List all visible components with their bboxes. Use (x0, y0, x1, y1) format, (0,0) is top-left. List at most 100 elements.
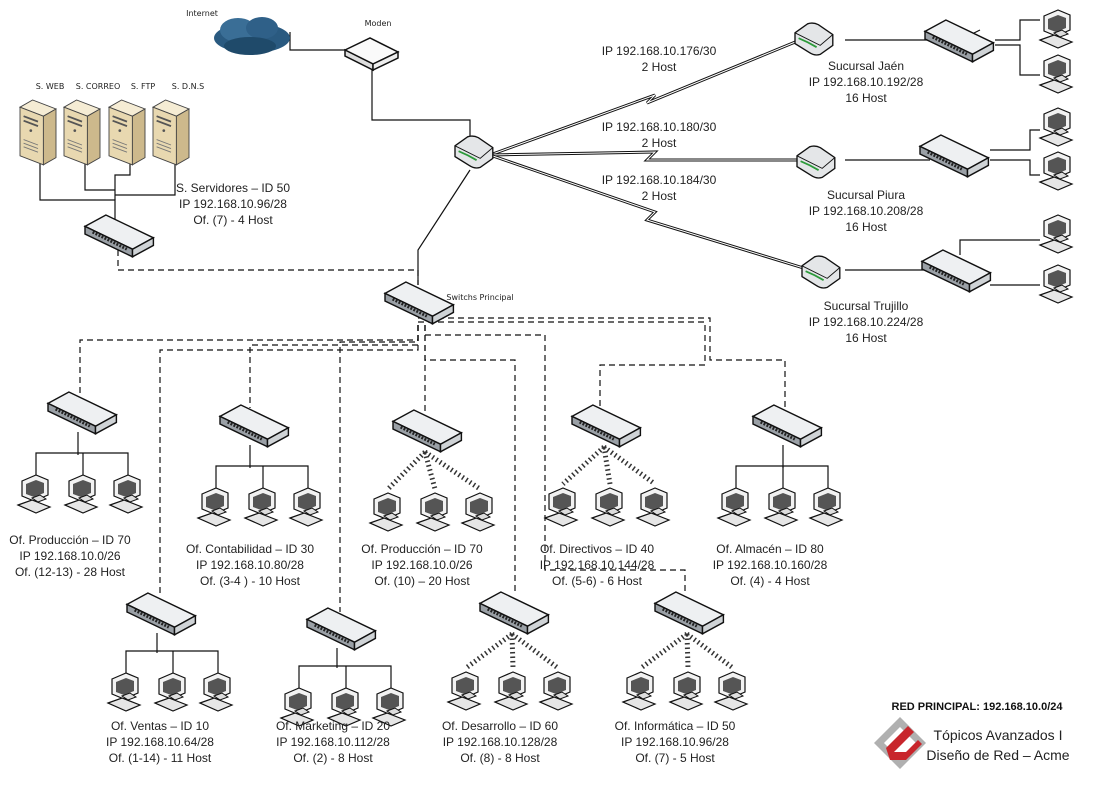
office-pc-icon (494, 671, 528, 711)
office-pc-icon (289, 487, 323, 527)
office-pc-icon (197, 487, 231, 527)
office-pc-icon (809, 487, 843, 527)
office-switch-icon (305, 606, 377, 652)
connection-lines (35, 19, 1040, 688)
wireless-signal-icon (423, 449, 482, 492)
office-hosts: Of. (4) - 4 Host (730, 574, 810, 588)
branch-name: Sucursal Jaén (828, 59, 904, 73)
server-dns-label: S. D.N.S (172, 82, 204, 91)
internet-cloud-icon (214, 17, 290, 55)
office-switch-icon (218, 403, 290, 449)
office-hosts: Of. (3-4 ) - 10 Host (200, 574, 301, 588)
office-name: Of. Marketing – ID 20 (276, 719, 390, 733)
branch-hosts: 16 Host (845, 331, 887, 345)
wan-hosts: 2 Host (642, 60, 677, 74)
office-pc-icon (369, 492, 403, 532)
branch-name: Sucursal Piura (827, 188, 905, 202)
office-info: Of. Contabilidad – ID 30 IP 192.168.10.80… (186, 542, 314, 588)
office-ip: IP 192.168.10.0/26 (371, 558, 473, 572)
office-pc-icon (107, 672, 141, 712)
office-hosts: Of. (7) - 5 Host (635, 751, 715, 765)
office-link-7 (424, 325, 516, 595)
wireless-signal-icon (464, 631, 514, 671)
wan-link-piura-inner (489, 151, 805, 161)
office-ip: IP 192.168.10.160/28 (713, 558, 828, 572)
main-network-label: RED PRINCIPAL: 192.168.10.0/24 (892, 701, 1064, 713)
branch-pc-icon (1039, 107, 1073, 147)
office-hosts: Of. (12-13) - 28 Host (15, 565, 126, 579)
office-hosts: Of. (1-14) - 11 Host (109, 751, 212, 765)
office-pc-icon (109, 474, 143, 514)
office-ip: IP 192.168.10.80/28 (196, 558, 304, 572)
office-pc-icon (17, 474, 51, 514)
servers-name: S. Servidores – ID 50 (176, 181, 290, 195)
wan-ip: IP 192.168.10.176/30 (602, 44, 717, 58)
main-switch-label: Switchs Principal (446, 293, 513, 302)
office-link-1 (249, 325, 419, 408)
office-pc-icon (591, 487, 625, 527)
branch-ip: IP 192.168.10.208/28 (809, 204, 924, 218)
office-link-4 (418, 317, 786, 408)
branch-lan-line (990, 129, 1040, 151)
servers-hosts: Of. (7) - 4 Host (193, 213, 273, 227)
office-pc-icon (447, 671, 481, 711)
branch-lan-line (995, 44, 1040, 76)
mail-server-icon (63, 99, 101, 166)
branch-switch-trujillo-icon (920, 248, 992, 294)
branch-pc-icon (1039, 9, 1073, 49)
office-name: Of. Ventas – ID 10 (111, 719, 209, 733)
wireless-signal-icon (601, 446, 613, 485)
wireless-signal-icon (422, 451, 438, 490)
server-line (39, 150, 116, 220)
wan-ip: IP 192.168.10.180/30 (602, 120, 717, 134)
office-ip: IP 192.168.10.128/28 (443, 735, 558, 749)
office-name: Of. Contabilidad – ID 30 (186, 542, 314, 556)
wireless-signal-icon (561, 445, 606, 486)
office-hosts: Of. (10) – 20 Host (374, 574, 470, 588)
web-server-icon (19, 99, 57, 166)
office-name: Of. Informática – ID 50 (615, 719, 736, 733)
office-name: Of. Producción – ID 70 (9, 533, 131, 547)
wan-ip: IP 192.168.10.184/30 (602, 173, 717, 187)
office-hosts: Of. (2) - 8 Host (293, 751, 373, 765)
office-pc-icon (539, 671, 573, 711)
office-pc-icon (461, 492, 495, 532)
office-ip: IP 192.168.10.96/28 (621, 735, 729, 749)
wan-hosts: 2 Host (642, 136, 677, 150)
router-switch-line (417, 169, 471, 285)
dns-server-icon (152, 99, 190, 166)
office-lan (215, 465, 309, 488)
office-name: Of. Desarrollo – ID 60 (442, 719, 558, 733)
office-lan (735, 465, 829, 488)
office-name: Of. Producción – ID 70 (361, 542, 483, 556)
wan-link-piura-info: IP 192.168.10.180/30 2 Host (602, 120, 717, 150)
servers-switch-link (117, 240, 419, 285)
modem-icon (343, 37, 400, 72)
core-router-icon (454, 135, 494, 169)
branch-piura-info: Sucursal Piura IP 192.168.10.208/28 16 H… (809, 188, 924, 234)
office-link-0 (79, 325, 419, 395)
servers-info: S. Servidores – ID 50 IP 192.168.10.96/2… (176, 181, 290, 227)
office-pc-icon (64, 474, 98, 514)
office-pc-icon (544, 487, 578, 527)
wireless-signal-icon (684, 633, 691, 669)
branch-lan-line (990, 159, 1040, 176)
wireless-signal-icon (685, 631, 735, 671)
wireless-signal-icon (602, 444, 657, 487)
office-pc-icon (154, 672, 188, 712)
branch-router-piura-icon (796, 145, 836, 179)
office-switch-icon (653, 590, 725, 636)
office-info: Of. Producción – ID 70 IP 192.168.10.0/26… (361, 542, 483, 588)
office-link-3 (418, 321, 706, 408)
branch-hosts: 16 Host (845, 91, 887, 105)
internet-label: Internet (186, 9, 218, 18)
ftp-server-icon (108, 99, 146, 166)
branch-pc-icon (1039, 264, 1073, 304)
office-switch-icon (46, 390, 118, 436)
branch-name: Sucursal Trujillo (824, 299, 909, 313)
